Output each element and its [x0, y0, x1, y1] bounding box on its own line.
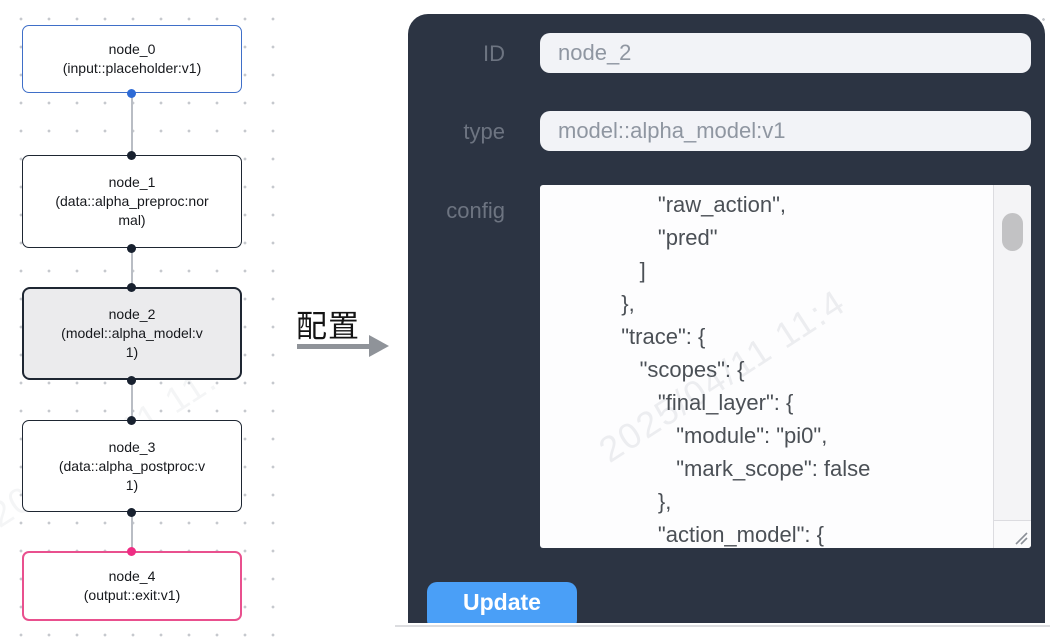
flow-node-node_0[interactable]: node_0 (input::placeholder:v1): [22, 25, 242, 93]
flow-node-node_4[interactable]: node_4 (output::exit:v1): [22, 551, 242, 621]
node-subtitle: (data::alpha_postproc:v1): [58, 457, 206, 493]
flow-node-node_1[interactable]: node_1 (data::alpha_preproc:normal): [22, 155, 242, 248]
config-textarea[interactable]: 2025/04/11 11:4 "raw_action", "pred" ] }…: [540, 185, 1031, 548]
id-field-label: ID: [483, 41, 505, 66]
edge-node1-node2: [131, 248, 133, 287]
node-subtitle: (output::exit:v1): [83, 587, 181, 603]
config-scrollbar-track[interactable]: [993, 185, 1031, 520]
node-subtitle: (data::alpha_preproc:normal): [55, 193, 209, 228]
transition-label: 配置: [296, 309, 360, 344]
type-input[interactable]: [540, 111, 1031, 151]
handle-node2-target[interactable]: [127, 283, 136, 292]
edge-node0-node1: [131, 93, 133, 155]
id-input[interactable]: [540, 33, 1031, 73]
handle-node4-target[interactable]: [127, 547, 136, 556]
node-title: node_3: [108, 438, 156, 455]
update-button[interactable]: Update: [427, 582, 577, 623]
edge-node3-node4: [131, 512, 133, 551]
node-title: node_0: [108, 41, 156, 57]
resize-grip-icon: [1015, 532, 1028, 545]
handle-node2-source[interactable]: [127, 376, 136, 385]
node-subtitle: (model::alpha_model:v1): [61, 325, 203, 360]
type-field-label: type: [463, 119, 505, 144]
handle-node0-source[interactable]: [127, 89, 136, 98]
node-subtitle: (input::placeholder:v1): [62, 60, 202, 76]
node-title: node_4: [108, 568, 156, 584]
node-title: node_2: [108, 306, 156, 322]
handle-node1-source[interactable]: [127, 244, 136, 253]
arrow-right-icon-head: [369, 335, 389, 357]
config-scrollbar-thumb[interactable]: [1002, 213, 1023, 251]
edge-node2-node3: [131, 380, 133, 420]
node-config-panel: ID type config 2025/04/11 11:4 "raw_acti…: [408, 14, 1045, 623]
handle-node3-target[interactable]: [127, 416, 136, 425]
handle-node1-target[interactable]: [127, 151, 136, 160]
panel-region: ID type config 2025/04/11 11:4 "raw_acti…: [395, 0, 1050, 627]
arrow-right-icon: [297, 344, 369, 349]
flow-canvas[interactable]: 2025/04/11 11:4 node_0 (input::placehold…: [0, 0, 282, 643]
handle-node3-source[interactable]: [127, 508, 136, 517]
config-field-label: config: [446, 198, 505, 223]
resize-grip[interactable]: [993, 520, 1031, 548]
flow-node-node_2-selected[interactable]: node_2 (model::alpha_model:v1): [22, 287, 242, 380]
flow-node-node_3[interactable]: node_3 (data::alpha_postproc:v1): [22, 420, 242, 512]
config-json-text[interactable]: "raw_action", "pred" ] }, "trace": { "sc…: [621, 192, 871, 547]
node-title: node_1: [108, 174, 156, 190]
